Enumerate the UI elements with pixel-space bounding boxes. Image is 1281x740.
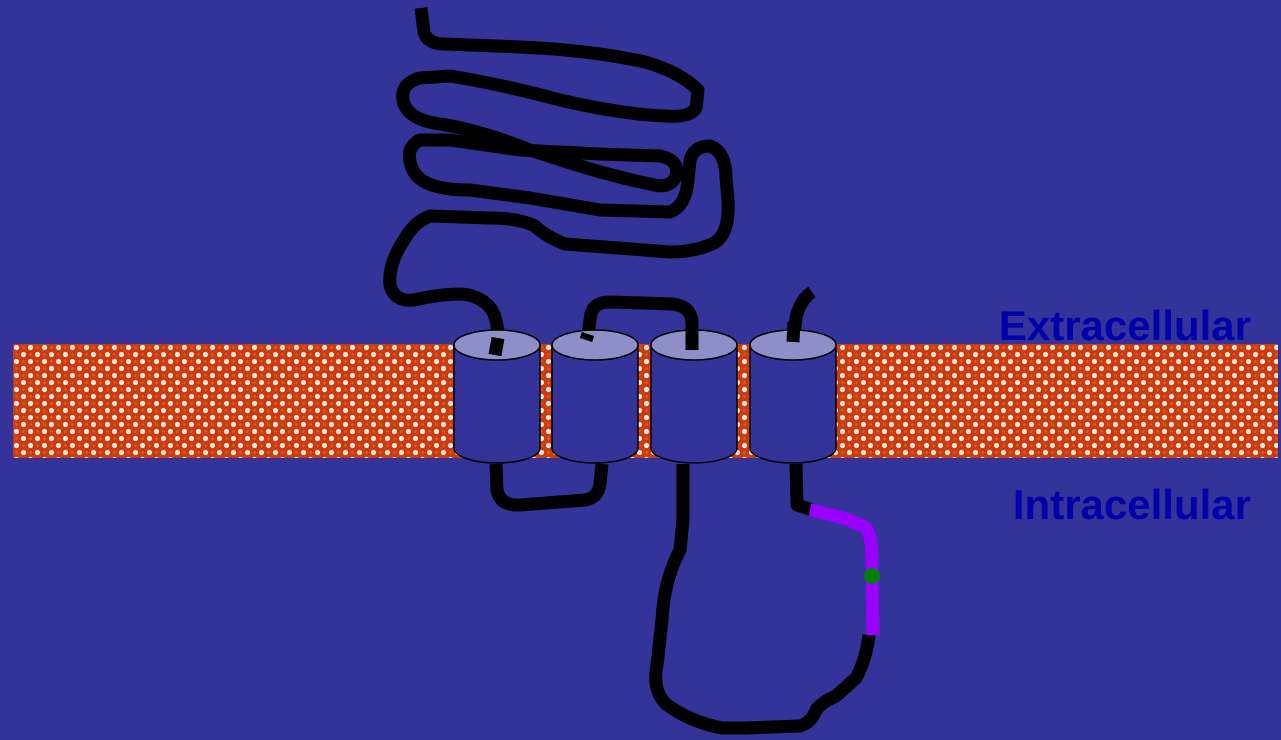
c-terminal-segment — [796, 464, 812, 510]
helix-2 — [552, 330, 638, 463]
highlighted-segment — [810, 510, 873, 635]
intracellular-label: Intracellular — [1013, 484, 1251, 526]
extracellular-label: Extracellular — [999, 305, 1251, 347]
helix-2-chain-exit — [586, 334, 588, 340]
lipid-bilayer — [13, 344, 1278, 458]
helix-4-chain-exit — [793, 322, 794, 342]
intracellular-loop-2 — [656, 464, 869, 728]
helix-4 — [750, 330, 836, 463]
helix-1-chain-entry — [495, 338, 498, 355]
intracellular-loop-1 — [496, 464, 602, 505]
site-marker — [864, 568, 880, 584]
